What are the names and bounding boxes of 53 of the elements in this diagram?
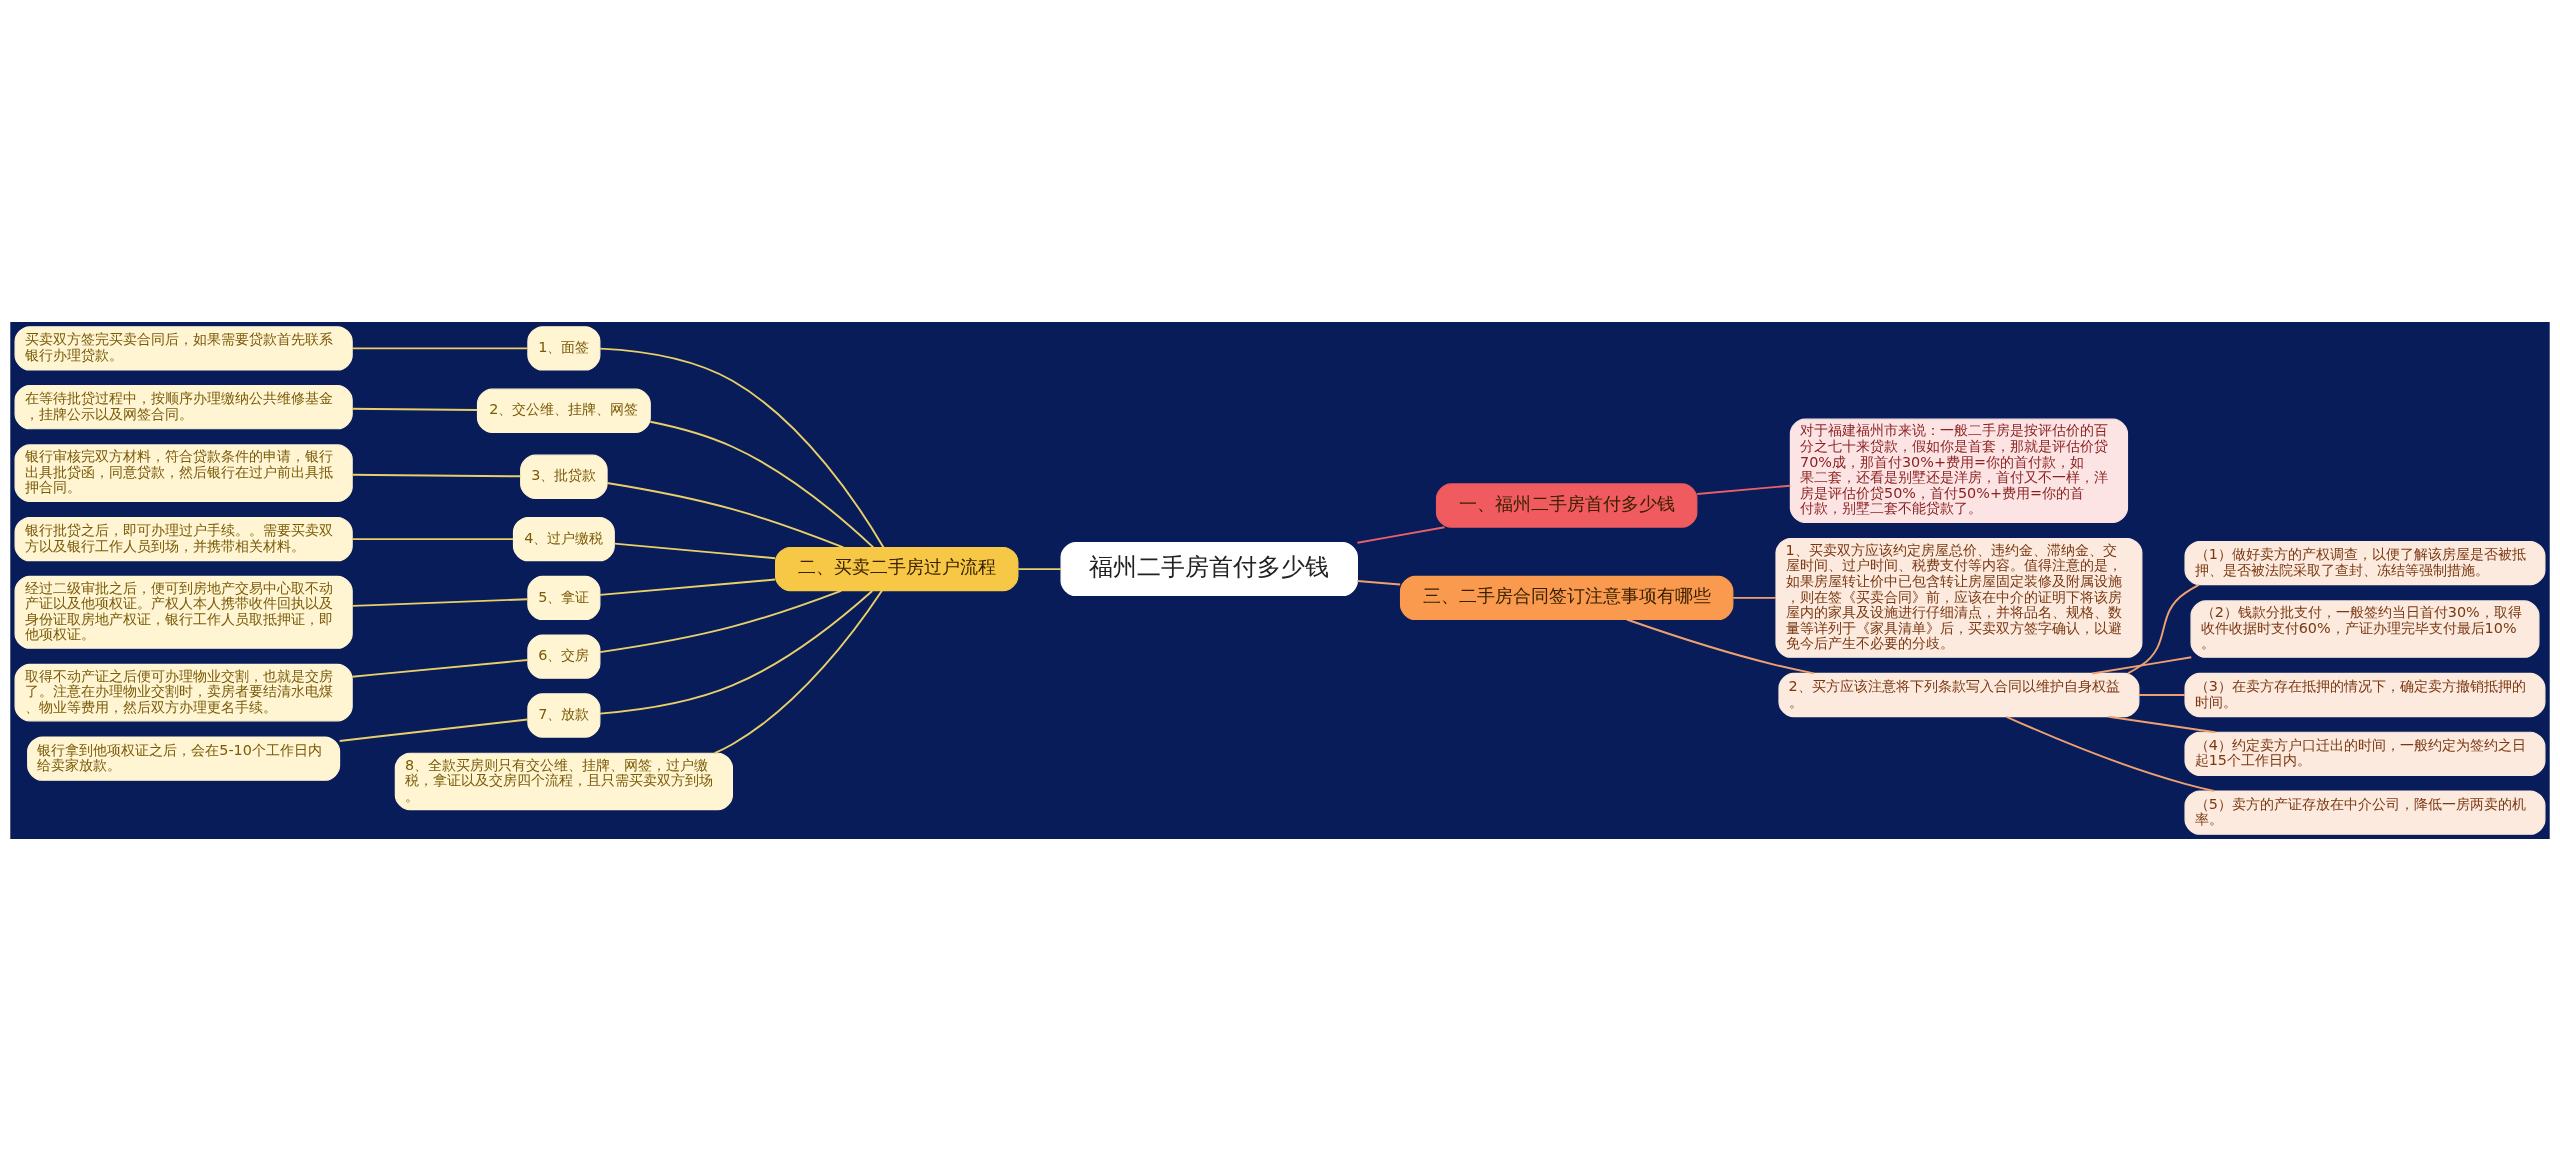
connector xyxy=(1017,568,1062,571)
node-box: 2、交公维、挂牌、网签 xyxy=(476,388,651,433)
connector xyxy=(2005,715,2215,792)
node-box: 5、拿证 xyxy=(527,575,601,621)
connector xyxy=(351,407,479,411)
node-box: 3、批贷款 xyxy=(520,454,608,499)
node-box: 6、交房 xyxy=(527,634,601,679)
connector xyxy=(1732,596,1777,599)
node-box: 福州二手房首付多少钱 xyxy=(1060,542,1358,597)
connector xyxy=(2091,656,2193,675)
node-box: （5）卖方的产证存放在中介公司，降低一房两卖的机率。 xyxy=(2184,790,2546,835)
node-box: 银行拿到他项权证之后，会在5-10个工作日内给卖家放款。 xyxy=(27,736,341,781)
connector xyxy=(599,590,874,715)
node-box: 4、过户缴税 xyxy=(512,516,615,562)
node-box: 银行审核完双方材料，符合贷款条件的申请，银行出具批贷函，同意贷款，然后银行在过户前出具抵押合同。 xyxy=(14,444,353,502)
node-box: （2）钱款分批支付，一般签约当日首付30%，取得收件收据时支付60%，产证办理完毕支付最后10%。 xyxy=(2190,600,2540,658)
connector xyxy=(599,347,885,549)
connector xyxy=(613,542,777,560)
connector xyxy=(1356,580,1402,586)
connector xyxy=(338,718,529,742)
node-box: 经过二级审批之后，便可到房地产交易中心取不动产证以及他项权证。产权人本人携带收件回执以及身份证取房地产权证，银行工作人员取抵押证，即他项权证。 xyxy=(14,575,353,649)
connector xyxy=(606,482,845,549)
connector xyxy=(649,420,875,549)
connector xyxy=(2138,694,2186,696)
connector xyxy=(1356,526,1446,544)
connector xyxy=(713,589,883,755)
connector xyxy=(2107,715,2217,734)
connector xyxy=(2126,583,2200,675)
node-box: 对于福建福州市来说：一般二手房是按评估价的百分之七十来贷款，假如你是首套，那就是评估价贷70%成，那首付30%+费用=你的首付款，如果二套，还看是别墅还是洋房，首付又不一样，洋房是评估价贷50%，首付50%+费用=你的首付款，别墅二套不能贷款了。 xyxy=(1789,418,2129,523)
connector xyxy=(351,473,522,478)
node-box: 8、全款买房则只有交公维、挂牌、网签，过户缴税，拿证以及交房四个流程，且只需买卖双方到场。 xyxy=(394,752,733,811)
node-box: 2、买方应该注意将下列条款写入合同以维护自身权益。 xyxy=(1778,672,2140,718)
node-box: 1、面签 xyxy=(527,326,601,371)
connector xyxy=(599,589,843,654)
connector xyxy=(351,538,515,541)
connector xyxy=(599,578,777,596)
node-box: （3）在卖方存在抵押的情况下，确定卖方撤销抵押的时间。 xyxy=(2184,672,2546,718)
node-box: 银行批贷之后，即可办理过户手续。。需要买卖双方以及银行工作人员到场，并携带相关材料。 xyxy=(14,516,353,562)
connector xyxy=(351,598,529,607)
node-box: 7、放款 xyxy=(527,693,601,738)
node-box: 在等待批贷过程中，按顺序办理缴纳公共维修基金，挂牌公示以及网签合同。 xyxy=(14,384,353,430)
connector xyxy=(1696,484,1792,495)
node-box: 买卖双方签完买卖合同后，如果需要贷款首先联系银行办理贷款。 xyxy=(14,326,353,371)
node-box: 二、买卖二手房过户流程 xyxy=(775,546,1019,592)
node-box: （4）约定卖方户口迁出的时间，一般约定为签约之日起15个工作日内。 xyxy=(2184,731,2546,776)
node-box: 三、二手房合同签订注意事项有哪些 xyxy=(1399,575,1734,621)
node-box: （1）做好卖方的产权调查，以便了解该房屋是否被抵押、是否被法院采取了查封、冻结等强制措施。 xyxy=(2184,540,2546,586)
connector xyxy=(351,347,529,350)
node-box: 1、买卖双方应该约定房屋总价、违约金、滞纳金、交屋时间、过户时间、税费支付等内容。值得注意的是，如果房屋转让价中已包含转让房屋固定装修及附属设施，则在签《买卖合同》前，应该在中介的证明下将该房屋内的家具及设施进行仔细清点，并将品名、规格、数量等详列于《家具清单》后，买卖双方签字确认，以避免今后产生不必要的分歧。 xyxy=(1775,537,2143,658)
node-box: 取得不动产证之后便可办理物业交割，也就是交房了。注意在办理物业交割时，卖房者要结清水电煤、物业等费用，然后双方办理更名手续。 xyxy=(14,663,353,722)
node-box: 一、福州二手房首付多少钱 xyxy=(1435,483,1698,528)
connector xyxy=(351,659,529,678)
connector xyxy=(1625,618,1815,675)
